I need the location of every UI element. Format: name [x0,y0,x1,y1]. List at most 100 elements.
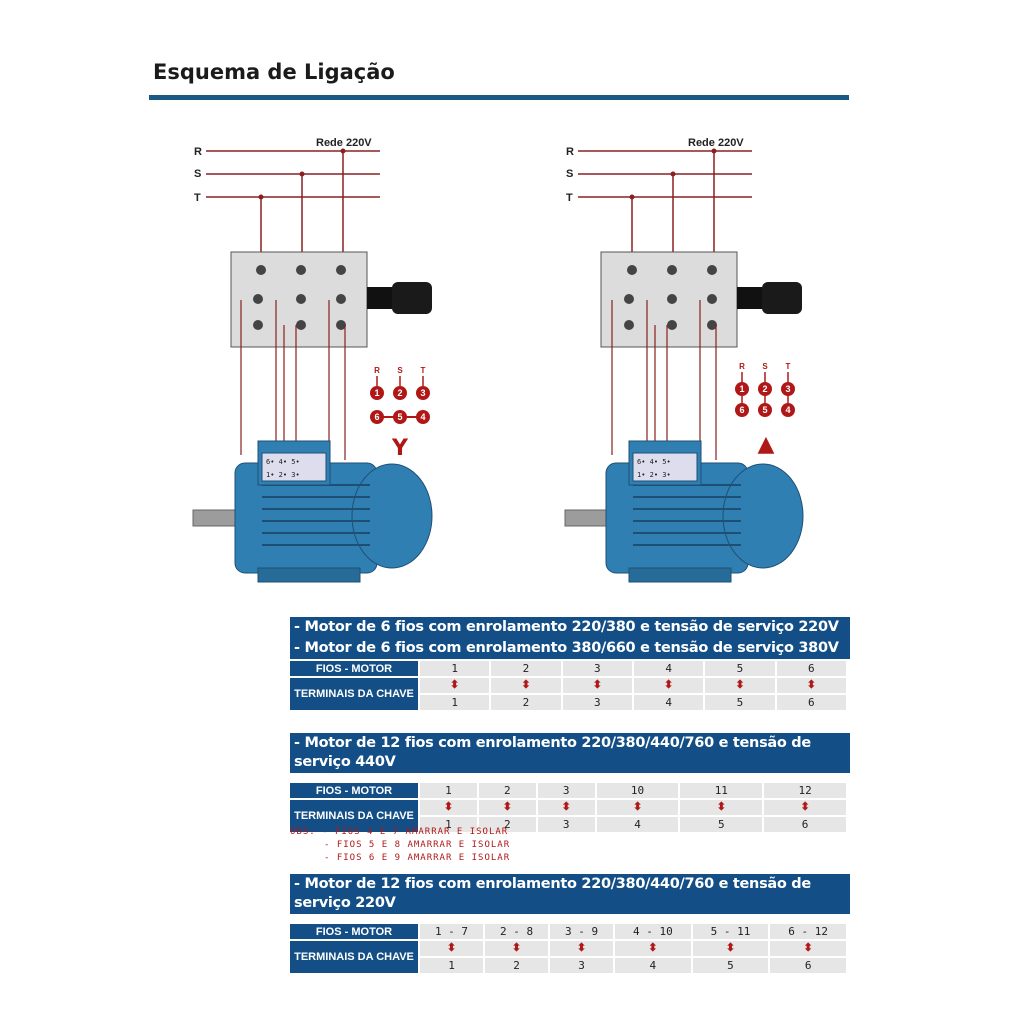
obs-notes: Obs: - Fios 4 e 7 amarrar e isolar - Fio… [290,826,510,865]
page-title: Esquema de Ligação [153,60,395,84]
section1-table: FIOS - MOTOR 1 2 3 4 5 6 TERMINAIS DA CH… [288,659,848,712]
fio-cell: 1 [420,661,490,676]
updown-arrow-icon: ⬍ [420,678,490,693]
svg-text:6• 4• 5•: 6• 4• 5• [266,458,300,466]
section2-header: - Motor de 12 fios com enrolamento 220/3… [290,733,850,773]
section1-header-line1: - Motor de 6 fios com enrolamento 220/38… [290,617,850,638]
obs-line: - Fios 6 e 9 amarrar e isolar [324,853,511,863]
right-bubble-5: 5 [762,405,767,415]
right-line-t-label: T [566,192,573,204]
right-bubble-2: 2 [762,384,767,394]
terminal-cell: 5 [680,817,763,832]
fio-cell: 1 - 7 [420,924,484,939]
terminal-cell: 1 [420,958,484,973]
title-rule [149,95,849,100]
left-bubble-t-label: T [421,366,426,375]
section2-table: FIOS - MOTOR 1 2 3 10 11 12 TERMINAIS DA… [288,781,848,834]
updown-arrow-icon: ⬍ [705,678,775,693]
left-symbol-star: Y [391,436,409,461]
updown-arrow-icon: ⬍ [615,941,691,956]
fio-cell: 5 - 11 [692,924,769,939]
left-bubble-2: 2 [397,388,402,398]
section-12-wire-220: - Motor de 12 fios com enrolamento 220/3… [290,874,850,975]
terminal-cell: 2 [491,695,561,710]
updown-arrow-icon: ⬍ [776,678,846,693]
terminal-cell: 3 [550,958,614,973]
terminal-cell: 3 [537,817,595,832]
left-bubble-s-label: S [397,366,403,375]
left-network-label: Rede 220V [316,137,372,149]
terminal-cell: 1 [420,695,490,710]
terminal-cell: 2 [478,817,536,832]
fios-motor-label: FIOS - MOTOR [290,783,418,798]
right-diagram: Rede 220V R S T 6• 4• [564,137,804,583]
updown-arrow-icon: ⬍ [764,800,846,815]
right-bubble-1: 1 [739,384,744,394]
left-bubble-r-label: R [374,366,380,375]
right-bubble-s-label: S [762,362,768,371]
updown-arrow-icon: ⬍ [420,941,484,956]
left-line-s-label: S [194,168,201,180]
fio-cell: 4 [633,661,704,676]
obs-line: Obs: - Fios 4 e 7 amarrar e isolar [290,827,509,837]
terminal-cell: 6 [764,817,846,832]
terminal-cell: 1 [420,817,477,832]
terminal-cell: 6 [776,695,846,710]
fio-cell: 11 [680,783,763,798]
right-line-r-label: R [566,146,574,158]
fio-cell: 5 [705,661,775,676]
updown-arrow-icon: ⬍ [491,678,561,693]
updown-arrow-icon: ⬍ [596,800,679,815]
fio-cell: 1 [420,783,477,798]
right-bubble-6: 6 [739,405,744,415]
section3-table: FIOS - MOTOR 1 - 7 2 - 8 3 - 9 4 - 10 5 … [288,922,848,975]
updown-arrow-icon: ⬍ [420,800,477,815]
fios-motor-label: FIOS - MOTOR [290,924,418,939]
right-symbol-delta: ▲ [758,432,775,457]
updown-arrow-icon: ⬍ [692,941,769,956]
left-bubble-6: 6 [374,412,379,422]
fio-cell: 6 - 12 [770,924,846,939]
left-line-t-label: T [194,192,201,204]
right-bubble-4: 4 [785,405,790,415]
fio-cell: 12 [764,783,846,798]
terminais-label: TERMINAIS DA CHAVE [290,678,418,710]
terminal-cell: 6 [770,958,846,973]
updown-arrow-icon: ⬍ [485,941,549,956]
left-switch-handle [367,287,393,309]
terminal-cell: 5 [692,958,769,973]
fio-cell: 2 [478,783,536,798]
terminal-cell: 5 [705,695,775,710]
left-bubble-1: 1 [374,388,379,398]
left-bubble-5: 5 [397,412,402,422]
terminal-cell: 4 [633,695,704,710]
left-bubble-4: 4 [420,412,425,422]
terminais-label: TERMINAIS DA CHAVE [290,800,418,832]
terminal-cell: 2 [485,958,549,973]
section-12-wire-440: - Motor de 12 fios com enrolamento 220/3… [290,733,850,834]
updown-arrow-icon: ⬍ [562,678,632,693]
right-bubble-3: 3 [785,384,790,394]
right-network-label: Rede 220V [688,137,744,149]
wiring-diagram: Rede 220V R S T 6• 4• [192,137,804,583]
updown-arrow-icon: ⬍ [478,800,536,815]
left-bubble-3: 3 [420,388,425,398]
right-switch-handle [737,287,763,309]
fio-cell: 3 [562,661,632,676]
section3-header: - Motor de 12 fios com enrolamento 220/3… [290,874,850,914]
right-line-s-label: S [566,168,573,180]
updown-arrow-icon: ⬍ [537,800,595,815]
updown-arrow-icon: ⬍ [633,678,704,693]
svg-text:1• 2• 3•: 1• 2• 3• [637,471,671,479]
fio-cell: 3 - 9 [550,924,614,939]
right-bubble-r-label: R [739,362,745,371]
svg-text:1• 2• 3•: 1• 2• 3• [266,471,300,479]
fio-cell: 6 [776,661,846,676]
fios-motor-label: FIOS - MOTOR [290,661,418,676]
left-line-r-label: R [194,146,202,158]
terminais-label: TERMINAIS DA CHAVE [290,941,418,973]
terminal-cell: 4 [596,817,679,832]
fio-cell: 3 [537,783,595,798]
svg-text:6• 4• 5•: 6• 4• 5• [637,458,671,466]
right-bubble-t-label: T [786,362,791,371]
